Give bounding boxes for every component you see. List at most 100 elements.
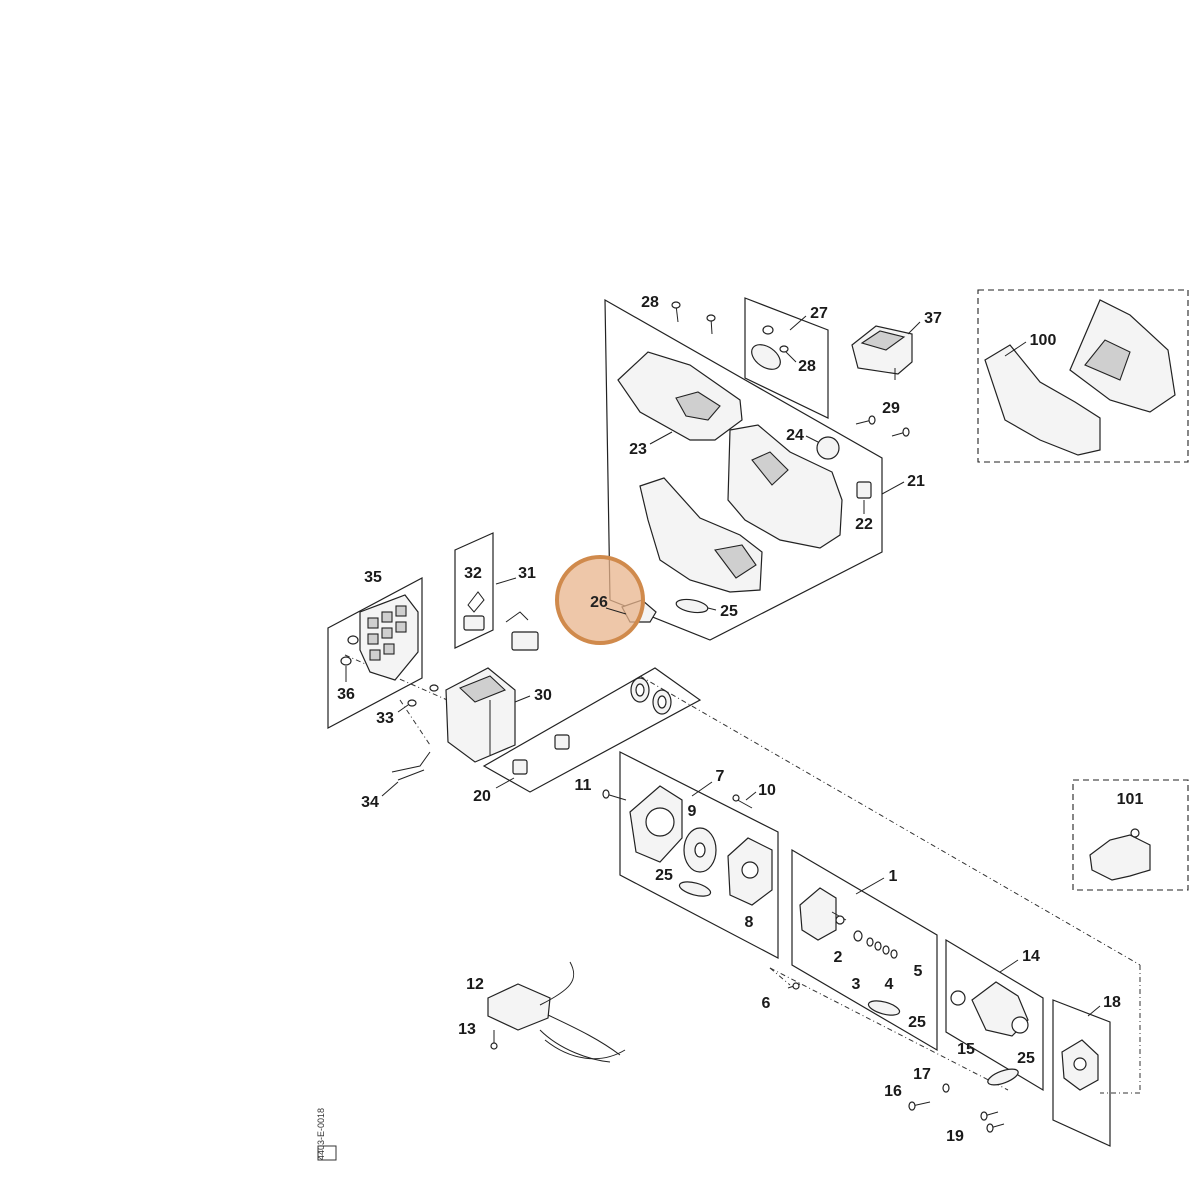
cover-8-icon (727, 837, 773, 906)
callout-3[interactable]: 3 (852, 976, 861, 993)
callout-20[interactable]: 20 (473, 788, 491, 805)
spring-32-icon (463, 591, 485, 631)
callout-1[interactable]: 1 (889, 868, 898, 885)
leader-1 (855, 877, 885, 895)
grille-35-icon (359, 594, 419, 681)
flange-18-icon (1061, 1039, 1099, 1091)
callout-6[interactable]: 6 (762, 995, 771, 1012)
callout-37[interactable]: 37 (924, 310, 942, 327)
callout-18[interactable]: 18 (1103, 994, 1121, 1011)
callout-4[interactable]: 4 (885, 976, 894, 993)
washer-17-icon (942, 1083, 950, 1093)
leader-24 (805, 435, 819, 443)
leader-31 (495, 577, 517, 585)
frame-32 (454, 532, 494, 649)
electronics-12-icon (487, 961, 626, 1063)
rings-2-5-icon (853, 930, 898, 959)
highlight-marker[interactable]: 26 (555, 555, 645, 645)
motor-1-icon (799, 887, 847, 941)
callout-36[interactable]: 36 (337, 686, 355, 703)
pad-20a-icon (554, 734, 570, 750)
bearing-pair-icon (630, 677, 672, 715)
leader-27 (789, 315, 807, 331)
callout-12[interactable]: 12 (466, 976, 484, 993)
frame-101 (1072, 779, 1189, 891)
callout-17[interactable]: 17 (913, 1066, 931, 1083)
callout-2[interactable]: 2 (834, 949, 843, 966)
callout-8[interactable]: 8 (745, 914, 754, 931)
stamp-box (317, 1145, 337, 1161)
leader-37 (907, 321, 921, 335)
clip-31-icon (505, 611, 539, 651)
screw-11-icon (602, 789, 627, 801)
spacer-33-icon (407, 684, 439, 707)
leader-33 (397, 704, 409, 713)
callout-13[interactable]: 13 (458, 1021, 476, 1038)
callout-100[interactable]: 100 (1030, 332, 1057, 349)
callout-101[interactable]: 101 (1117, 791, 1144, 808)
handle-lower-icon (639, 477, 763, 593)
callout-29[interactable]: 29 (882, 400, 900, 417)
callout-15[interactable]: 15 (957, 1041, 975, 1058)
frame-housing-21 (604, 298, 883, 641)
gearbox-14-icon (971, 981, 1029, 1037)
housing-21-icon (727, 424, 843, 549)
axis-front (344, 654, 471, 711)
callout-28a[interactable]: 28 (641, 294, 659, 311)
callout-25c[interactable]: 25 (908, 1014, 926, 1031)
callout-23[interactable]: 23 (629, 441, 647, 458)
frame-27 (744, 297, 829, 419)
callout-labels: 28 27 28 37 100 23 24 29 21 22 35 32 31 … (337, 294, 1143, 1145)
callout-9[interactable]: 9 (688, 803, 697, 820)
frame-18 (1052, 999, 1111, 1147)
callout-30[interactable]: 30 (534, 687, 552, 704)
callout-10[interactable]: 10 (758, 782, 776, 799)
leader-26 (605, 607, 627, 615)
axis-34 (399, 699, 431, 746)
callout-31[interactable]: 31 (518, 565, 536, 582)
leader-30 (514, 695, 531, 703)
leader-23 (649, 431, 673, 445)
assembly-axes (344, 654, 1141, 1094)
leader-100 (1004, 341, 1027, 357)
drawing-stamp: 4403-E-0018 (316, 1108, 337, 1161)
screw-19-icon (980, 1111, 1005, 1133)
clamp-101-icon (1089, 828, 1151, 881)
frame-7 (619, 751, 779, 959)
callout-25d[interactable]: 25 (1017, 1050, 1035, 1067)
callout-16[interactable]: 16 (884, 1083, 902, 1100)
screw-29-icon (855, 415, 910, 437)
callout-14[interactable]: 14 (1022, 948, 1040, 965)
highlight-circle[interactable] (555, 555, 645, 645)
callout-28b[interactable]: 28 (798, 358, 816, 375)
callout-7[interactable]: 7 (716, 768, 725, 785)
callout-21[interactable]: 21 (907, 473, 925, 490)
callout-22[interactable]: 22 (855, 516, 873, 533)
highlight-label[interactable]: 26 (590, 594, 608, 611)
leader-34 (381, 781, 399, 797)
lever-34-icon (391, 751, 431, 781)
callout-33[interactable]: 33 (376, 710, 394, 727)
screw-36-icon (340, 635, 359, 666)
screw-13-icon (490, 1030, 498, 1050)
pad-25b-icon (678, 881, 712, 897)
leader-18 (1087, 1005, 1101, 1017)
callout-32[interactable]: 32 (464, 565, 482, 582)
pin-10-icon (732, 794, 753, 809)
callout-11[interactable]: 11 (575, 777, 592, 794)
screw-28a-icon (671, 301, 716, 335)
axis-main (639, 675, 1141, 966)
frame-100 (977, 289, 1189, 463)
callout-25b[interactable]: 25 (655, 867, 673, 884)
pad-25c-icon (867, 1000, 901, 1016)
callout-25a[interactable]: 25 (720, 603, 738, 620)
disc-24-icon (816, 436, 840, 460)
callout-24[interactable]: 24 (786, 427, 804, 444)
callout-35[interactable]: 35 (364, 569, 382, 586)
callout-5[interactable]: 5 (914, 963, 923, 980)
callout-19[interactable]: 19 (946, 1128, 964, 1145)
callout-27[interactable]: 27 (810, 305, 828, 322)
handle-shell-23-icon (617, 351, 743, 441)
callout-34[interactable]: 34 (361, 794, 379, 811)
